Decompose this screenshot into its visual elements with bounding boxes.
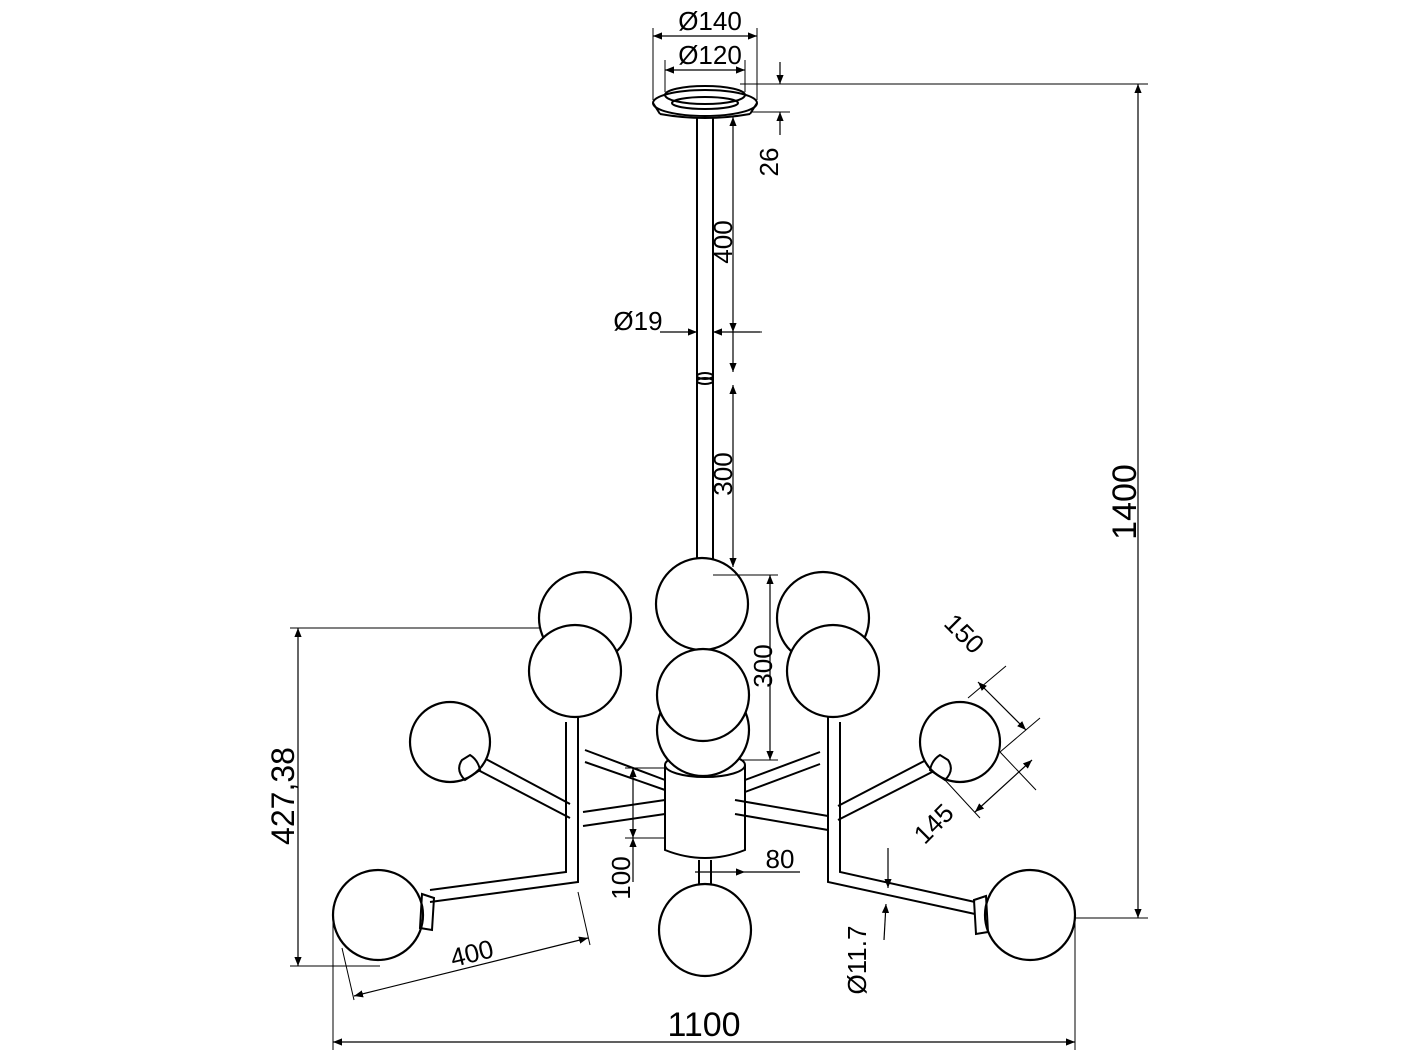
globe-mid-right — [785, 623, 881, 719]
label-canopy-outer: Ø140 — [678, 6, 742, 36]
light-arms — [429, 700, 976, 915]
globe-lower-left — [331, 868, 425, 962]
label-total-height: 1400 — [1106, 464, 1144, 540]
globe-mid-center — [655, 647, 751, 743]
ceiling-canopy — [652, 85, 758, 119]
label-socket-length: 145 — [908, 798, 960, 850]
label-body-width: 80 — [766, 844, 795, 874]
label-arm-diameter: Ø11.7 — [842, 926, 872, 995]
label-body-height: 100 — [606, 856, 636, 899]
label-body-height-left: 427,38 — [265, 747, 301, 845]
globe-side-right — [918, 700, 1002, 784]
label-globe-diameter: 150 — [938, 608, 990, 660]
label-globe-tier: 300 — [748, 644, 778, 687]
label-rod-upper: 400 — [708, 220, 738, 263]
globe-bottom-center — [657, 882, 753, 978]
label-rod-diameter: Ø19 — [613, 306, 662, 336]
globe-side-left — [408, 700, 492, 784]
dimension-lines — [290, 28, 1148, 1050]
label-total-width: 1100 — [667, 1006, 740, 1044]
label-canopy-height: 26 — [754, 148, 784, 177]
globe-top-center — [654, 556, 750, 652]
globe-lower-right — [983, 868, 1077, 962]
label-rod-lower: 300 — [708, 452, 738, 495]
glass-globes — [331, 556, 1077, 978]
globe-mid-left — [527, 623, 623, 719]
label-arm-length: 400 — [447, 933, 496, 973]
label-canopy-inner: Ø120 — [678, 40, 742, 70]
